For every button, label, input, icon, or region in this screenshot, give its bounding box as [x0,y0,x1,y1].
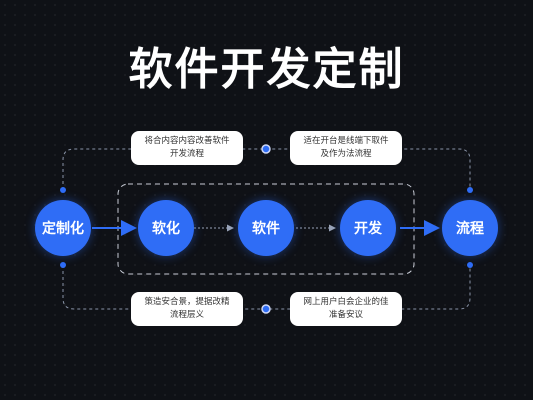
node-development[interactable]: 开发 [340,200,396,256]
note-card-bottom-left: 策造安合景，提据改精 流程层义 [131,292,243,326]
outer-dashed-loop-bottom [62,265,471,310]
connector-dot [261,144,271,154]
connector-dot [60,262,66,268]
node-software[interactable]: 软件 [238,200,294,256]
node-customization[interactable]: 定制化 [35,200,91,256]
note-card-bottom-right: 网上用户白会企业的佳 准备安议 [290,292,402,326]
connector-dot [261,304,271,314]
page-title: 软件开发定制 [128,44,405,95]
node-softening[interactable]: 软化 [138,200,194,256]
connector-dot [467,262,473,268]
node-process[interactable]: 流程 [442,200,498,256]
note-card-top-left: 将合内容内容改善软件 开发流程 [131,131,243,165]
note-card-top-right: 适在开台是线端下取件 及作为法流程 [290,131,402,165]
connector-dot [60,187,66,193]
connector-dot [467,187,473,193]
